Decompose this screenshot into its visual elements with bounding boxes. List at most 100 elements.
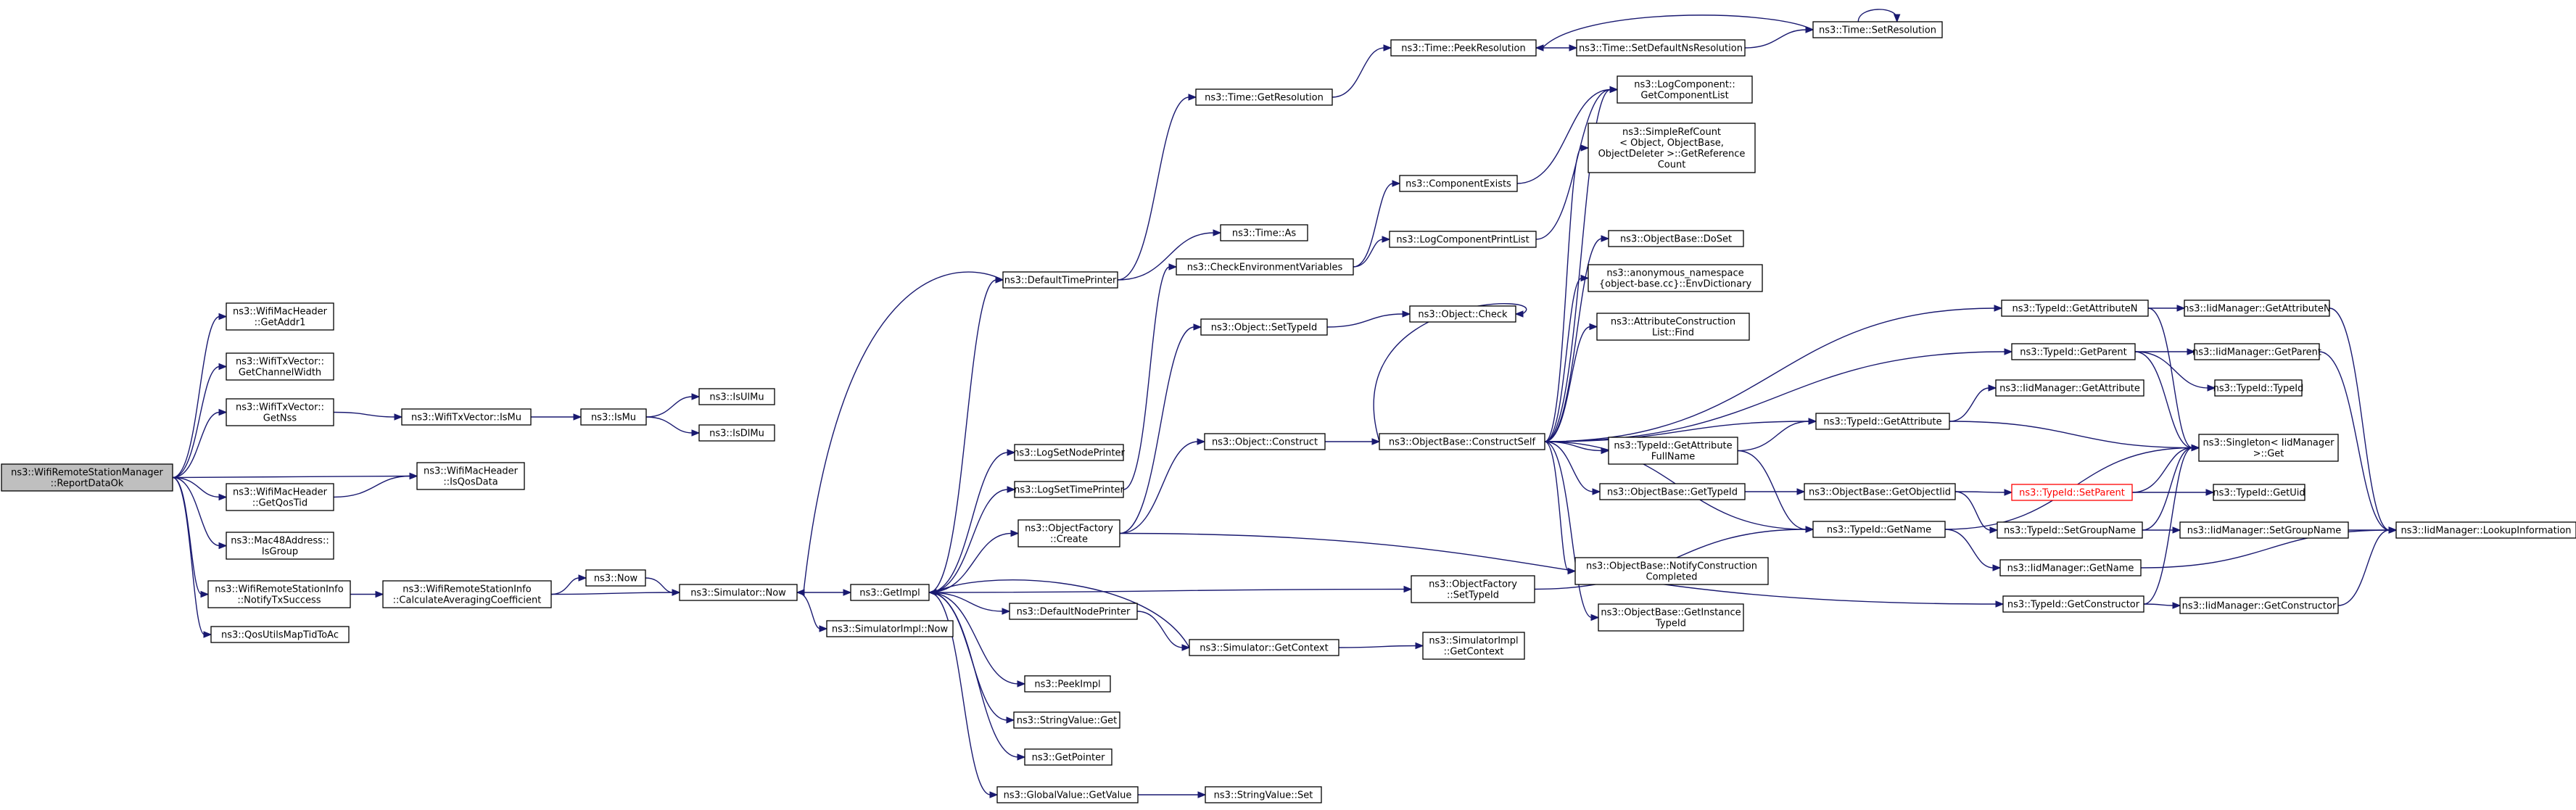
node-n66[interactable]: ns3::TypeId::SetGroupName [1997, 521, 2143, 539]
node-label: ::ReportDataOk [51, 479, 124, 489]
node-n44[interactable]: ns3::Object::Check [1409, 305, 1516, 323]
node-box [382, 580, 552, 608]
edge-n50-n56 [1745, 488, 1806, 495]
node-n38[interactable]: ns3::Time::SetDefaultNsResolution [1576, 39, 1746, 57]
node-n14[interactable]: ns3::QosUtilsMapTidToAc [210, 626, 350, 643]
node-n47[interactable]: ns3::anonymous_namespace{object-base.cc}… [1588, 264, 1763, 292]
edge-n1-n12 [172, 476, 210, 598]
node-box [1024, 748, 1112, 766]
node-n70[interactable]: ns3::IidManager::LookupInformation [2395, 521, 2576, 539]
node-n10[interactable]: ns3::WifiMacHeader::GetQosTid [226, 483, 334, 511]
node-n51[interactable]: ns3::ObjectBase::NotifyConstructionCompl… [1574, 557, 1769, 585]
edge-n17-n34 [928, 585, 1413, 593]
node-n11[interactable]: ns3::Mac48Address::IsGroup [226, 532, 334, 560]
node-n7[interactable]: ns3::IsUlMu [698, 388, 775, 405]
node-n35[interactable]: ns3::Simulator::GetContext [1189, 639, 1339, 656]
edge-n56-n64 [1954, 489, 2013, 496]
node-n41[interactable]: ns3::SimpleRefCount< Object, ObjectBase,… [1588, 123, 1756, 173]
node-label: Count [1658, 160, 1686, 170]
node-n4[interactable]: ns3::WifiTxVector::GetNss [226, 398, 334, 426]
node-n5[interactable]: ns3::WifiTxVector::IsMu [401, 408, 532, 426]
edge-n31-n42 [1353, 180, 1401, 268]
edge-n15-n16 [645, 577, 681, 596]
node-n28[interactable]: ns3::StringValue::Set [1205, 786, 1322, 803]
node-box [1598, 603, 1744, 632]
node-label: < Object, ObjectBase, [1619, 138, 1724, 149]
node-n40[interactable]: ns3::LogComponent::GetComponentList [1617, 75, 1753, 104]
node-n17[interactable]: ns3::GetImpl [850, 584, 930, 601]
node-n19[interactable]: ns3::DefaultTimePrinter [1002, 271, 1118, 289]
node-n57[interactable]: ns3::TypeId::GetName [1812, 521, 1946, 538]
node-n62[interactable]: ns3::IidManager::GetAttribute [1995, 379, 2144, 397]
node-label: ns3::PeekImpl [1034, 679, 1100, 690]
edge-n17-n22 [928, 529, 1020, 593]
node-n33[interactable]: ns3::Object::Construct [1204, 433, 1326, 450]
node-n26[interactable]: ns3::GetPointer [1024, 748, 1112, 766]
node-n31[interactable]: ns3::CheckEnvironmentVariables [1176, 258, 1354, 276]
node-n30[interactable]: ns3::Time::As [1220, 224, 1308, 241]
node-n69[interactable]: ns3::IidManager::GetConstructor [2179, 597, 2339, 614]
node-box [1588, 123, 1756, 173]
node-box [1588, 264, 1763, 292]
node-label: ns3::ComponentExists [1405, 179, 1511, 190]
node-n55[interactable]: ns3::TypeId::GetAttribute [1815, 413, 1950, 430]
node-n6[interactable]: ns3::IsMu [580, 408, 647, 426]
node-label: ns3::DefaultNodePrinter [1017, 607, 1131, 618]
node-n42[interactable]: ns3::ComponentExists [1399, 175, 1518, 192]
node-label: ::GetAddr1 [255, 318, 306, 328]
node-n64[interactable]: ns3::TypeId::SetParent [2011, 484, 2133, 501]
node-n67[interactable]: ns3::IidManager::SetGroupName [2179, 521, 2349, 539]
node-n63[interactable]: ns3::Singleton< IidManager>::Get [2198, 434, 2339, 462]
node-n15[interactable]: ns3::Now [585, 569, 646, 587]
node-n36[interactable]: ns3::SimulatorImpl::GetContext [1422, 632, 1525, 660]
node-n22[interactable]: ns3::ObjectFactory::Create [1017, 519, 1120, 547]
node-n3[interactable]: ns3::WifiTxVector::GetChannelWidth [226, 352, 334, 381]
node-n54[interactable]: ns3::TypeId::GetParent [2011, 343, 2136, 360]
node-n2[interactable]: ns3::WifiMacHeader::GetAddr1 [226, 302, 334, 331]
node-n13[interactable]: ns3::WifiRemoteStationInfo::CalculateAve… [382, 580, 552, 608]
node-n65[interactable]: ns3::TypeId::GetUid [2213, 484, 2305, 501]
node-label: ns3::TypeId::GetConstructor [2007, 600, 2140, 611]
node-label: ns3::ObjectFactory [1025, 524, 1113, 534]
node-n39[interactable]: ns3::Time::SetResolution [1812, 21, 1943, 38]
node-n43[interactable]: ns3::LogComponentPrintList [1389, 231, 1537, 248]
edge-n21-n31 [1123, 263, 1178, 490]
node-n60[interactable]: ns3::IidManager::GetParent [2192, 343, 2321, 360]
node-n27[interactable]: ns3::GlobalValue::GetValue [996, 786, 1139, 803]
node-n21[interactable]: ns3::LogSetTimePrinter [1014, 481, 1124, 498]
node-n53[interactable]: ns3::TypeId::GetAttributeN [2001, 299, 2149, 317]
node-box [226, 483, 334, 511]
node-n9[interactable]: ns3::WifiMacHeader::IsQosData [416, 462, 525, 490]
node-n46[interactable]: ns3::ObjectBase::DoSet [1608, 230, 1744, 247]
node-n68[interactable]: ns3::IidManager::GetName [1999, 559, 2142, 576]
node-n12[interactable]: ns3::WifiRemoteStationInfo::NotifyTxSucc… [207, 580, 351, 608]
node-n16[interactable]: ns3::Simulator::Now [679, 584, 798, 601]
node-n56[interactable]: ns3::ObjectBase::GetObjectIid [1804, 483, 1956, 500]
node-n50[interactable]: ns3::ObjectBase::GetTypeId [1599, 483, 1746, 500]
node-n20[interactable]: ns3::LogSetNodePrinter [1013, 444, 1126, 461]
node-n18[interactable]: ns3::SimulatorImpl::Now [826, 620, 954, 637]
node-n23[interactable]: ns3::DefaultNodePrinter [1009, 603, 1138, 620]
node-n24[interactable]: ns3::PeekImpl [1024, 675, 1111, 693]
node-n59[interactable]: ns3::IidManager::GetAttributeN [2183, 299, 2331, 317]
node-label: ns3::WifiTxVector::IsMu [411, 413, 521, 423]
node-box [1390, 39, 1537, 57]
edge-n45-n52 [1544, 441, 1600, 621]
node-n58[interactable]: ns3::TypeId::GetConstructor [2002, 595, 2144, 613]
edge-n19-n30 [1117, 229, 1222, 281]
node-n25[interactable]: ns3::StringValue::Get [1013, 711, 1120, 729]
node-n34[interactable]: ns3::ObjectFactory::SetTypeId [1411, 575, 1535, 603]
edge-n53-n59 [2147, 305, 2186, 312]
node-n1[interactable]: ns3::WifiRemoteStationManager::ReportDat… [1, 463, 173, 492]
node-n32[interactable]: ns3::Object::SetTypeId [1200, 318, 1328, 336]
node-n8[interactable]: ns3::IsDlMu [698, 424, 775, 442]
node-n37[interactable]: ns3::Time::PeekResolution [1390, 39, 1537, 57]
node-n29[interactable]: ns3::Time::GetResolution [1195, 88, 1333, 106]
node-n45[interactable]: ns3::ObjectBase::ConstructSelf [1379, 433, 1545, 450]
node-n61[interactable]: ns3::TypeId::TypeId [2213, 379, 2304, 397]
